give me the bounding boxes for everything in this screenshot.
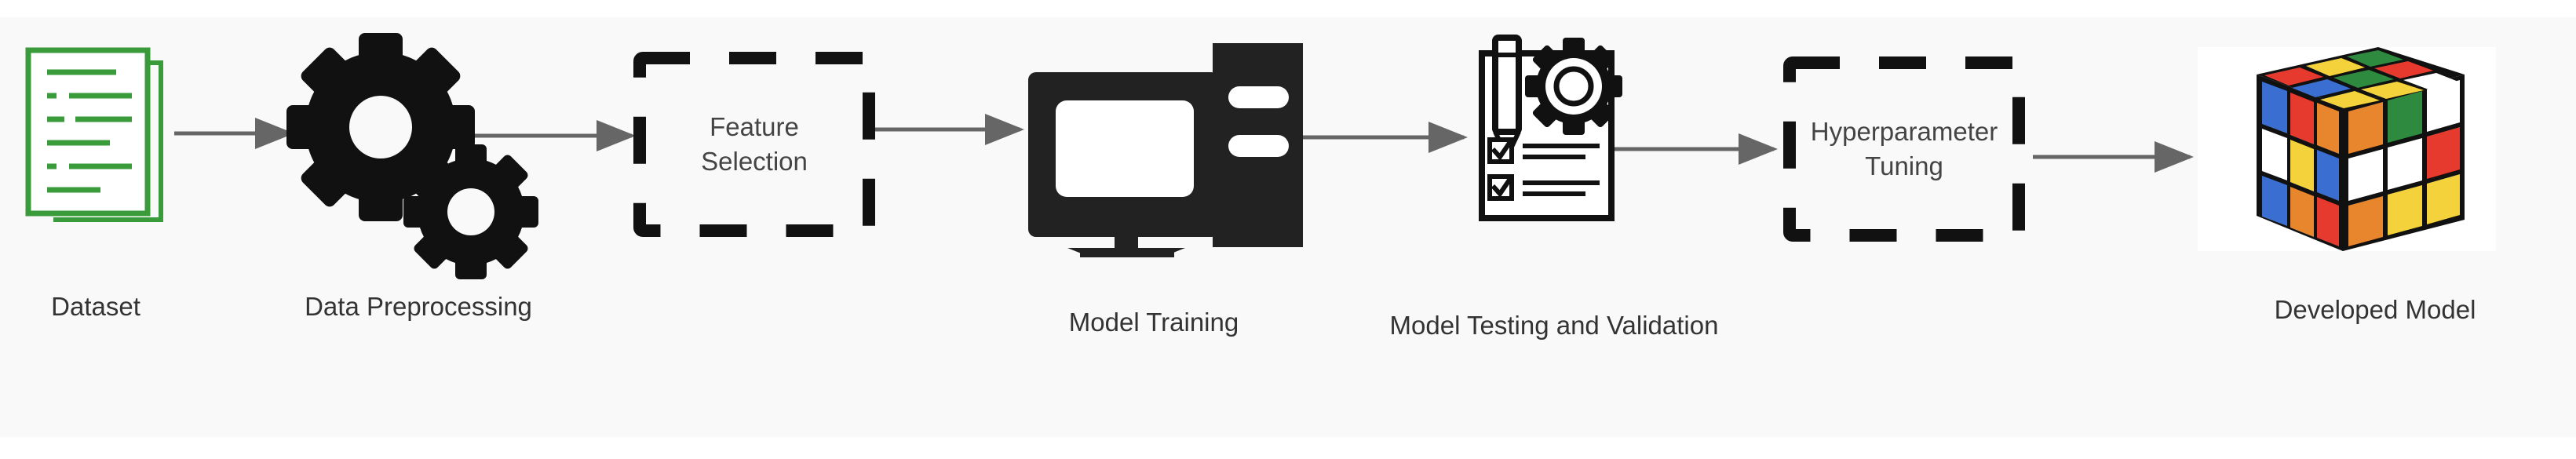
computer-icon <box>1028 43 1303 257</box>
feature-selection-label-line-1: Feature <box>710 112 799 141</box>
document-icon <box>25 47 163 222</box>
feature-selection-label: Feature Selection <box>701 110 808 179</box>
rubiks-cube-icon <box>2198 47 2496 251</box>
gears-icon <box>286 33 538 279</box>
feature-selection-box <box>633 52 875 237</box>
edges <box>174 114 2194 173</box>
developed-model-label: Developed Model <box>2274 295 2476 324</box>
hyperparameter-tuning-label-line-1: Hyperparameter <box>1810 117 1998 146</box>
dataset-label: Dataset <box>51 292 140 321</box>
model-testing-label: Model Testing and Validation <box>1389 311 1719 340</box>
hyperparameter-tuning-label-line-2: Tuning <box>1865 151 1943 180</box>
model-training-label: Model Training <box>1068 308 1239 337</box>
hyperparameter-tuning-box <box>1783 56 2025 242</box>
hyperparameter-tuning-label: Hyperparameter Tuning <box>1811 115 1998 184</box>
checklist-gear-icon <box>1479 35 1622 221</box>
data-preprocessing-label: Data Preprocessing <box>305 292 532 321</box>
feature-selection-label-line-2: Selection <box>701 147 808 176</box>
